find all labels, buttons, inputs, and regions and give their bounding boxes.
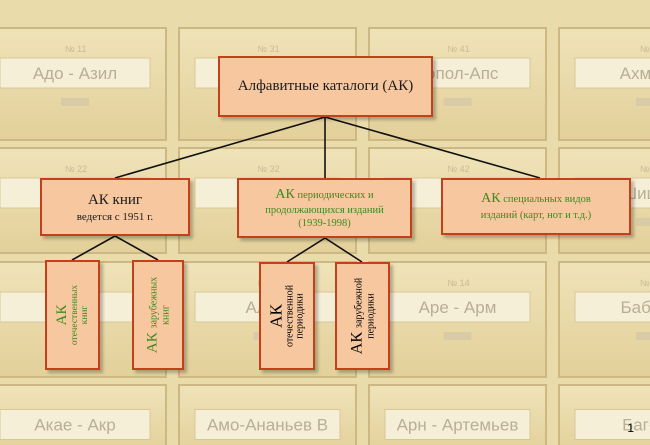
drawer-label-text: Арн - Артемьев xyxy=(397,416,519,435)
drawer-label-text: Баг-Бы xyxy=(622,416,650,435)
drawer-label-text: Амо-Ананьев В xyxy=(207,416,328,435)
periodicals-line3: (1939-1998) xyxy=(298,217,351,229)
drawer-label-plate xyxy=(384,291,531,323)
books-catalog-node: АК книг ведется с 1951 г. xyxy=(40,178,190,236)
periodicals-line1: периодических и xyxy=(297,190,374,202)
leaf-foreign-periodicals-line1: зарубежной xyxy=(352,277,364,328)
leaf-domestic-periodicals: АК отечественной периодики xyxy=(259,262,315,370)
books-subtitle: ведется с 1951 г. xyxy=(76,210,154,223)
leaf-foreign-books-big: АК xyxy=(144,332,161,354)
leaf-domestic-periodicals-line2: периодики xyxy=(294,293,306,339)
drawer-label-text: Адо - Азил xyxy=(33,64,117,83)
drawer-label-plate xyxy=(574,409,650,440)
drawer-handle xyxy=(636,332,650,340)
drawer-handle xyxy=(443,98,472,106)
drawer-handle xyxy=(636,218,650,226)
leaf-foreign-periodicals-line2: периодики xyxy=(364,293,376,339)
leaf-domestic-books-big: АК xyxy=(53,304,70,326)
leaf-foreign-books-line2: книг xyxy=(160,305,172,325)
drawer-label-plate xyxy=(0,409,151,440)
periodicals-catalog-node: АК периодических и продолжающихся издани… xyxy=(237,178,412,238)
leaf-foreign-books: АК зарубежных книг xyxy=(132,260,184,370)
drawer-label-text: Аре - Арм xyxy=(419,298,497,317)
drawer-number: № 31 xyxy=(258,44,280,54)
drawer-number: № 22 xyxy=(65,164,87,174)
drawer-label-text: Бабая - xyxy=(620,298,650,317)
leaf-domestic-books: АК отечественных книг xyxy=(45,260,100,370)
drawer-number: № 41 xyxy=(448,44,470,54)
leaf-domestic-books-line1: отечественных xyxy=(69,284,80,346)
drawer-label-plate xyxy=(574,57,650,89)
drawer-label-plate xyxy=(194,409,341,440)
drawer-number: № 32 xyxy=(258,164,280,174)
books-title: АК книг xyxy=(87,191,143,208)
drawer-number: № 11 xyxy=(65,44,87,54)
root-label: Алфавитные каталоги (АК) xyxy=(237,78,414,94)
drawer-label-plate xyxy=(574,291,650,323)
drawer-number: № 12 xyxy=(640,44,650,54)
drawer-label-plate xyxy=(0,57,151,89)
special-line2: изданий (карт, нот и т.д.) xyxy=(480,209,592,221)
drawer-label-text: Акае - Акр xyxy=(34,416,115,435)
periodicals-prefix: АК xyxy=(275,187,295,203)
leaf-domestic-periodicals-big: АК xyxy=(266,304,286,328)
drawer-label-plate xyxy=(384,409,531,440)
drawer-label-text: Ахман - xyxy=(620,64,650,83)
root-node: Алфавитные каталоги (АК) xyxy=(218,56,433,117)
periodicals-line2: продолжающихся изданий xyxy=(265,204,384,216)
leaf-foreign-periodicals: АК зарубежной периодики xyxy=(335,262,390,370)
leaf-domestic-books-line2: книг xyxy=(79,305,90,325)
drawer-number: № 23 xyxy=(640,164,650,174)
special-prefix: АК xyxy=(481,190,501,206)
drawer-label-text: ропол-Апс xyxy=(417,64,499,83)
drawer-handle xyxy=(443,332,472,340)
special-line1: специальных видов xyxy=(503,193,591,205)
page-number: 1 xyxy=(627,421,634,435)
leaf-foreign-periodicals-big: АК xyxy=(347,331,365,355)
drawer-handle xyxy=(636,98,650,106)
leaf-foreign-books-line1: зарубежных xyxy=(148,276,160,329)
drawer-number: № 24 xyxy=(640,278,650,288)
drawer-number: № 14 xyxy=(448,278,470,288)
drawer-handle xyxy=(61,98,89,106)
drawer-number: № 42 xyxy=(448,164,470,174)
special-catalog-node: АК специальных видов изданий (карт, нот … xyxy=(441,178,631,235)
